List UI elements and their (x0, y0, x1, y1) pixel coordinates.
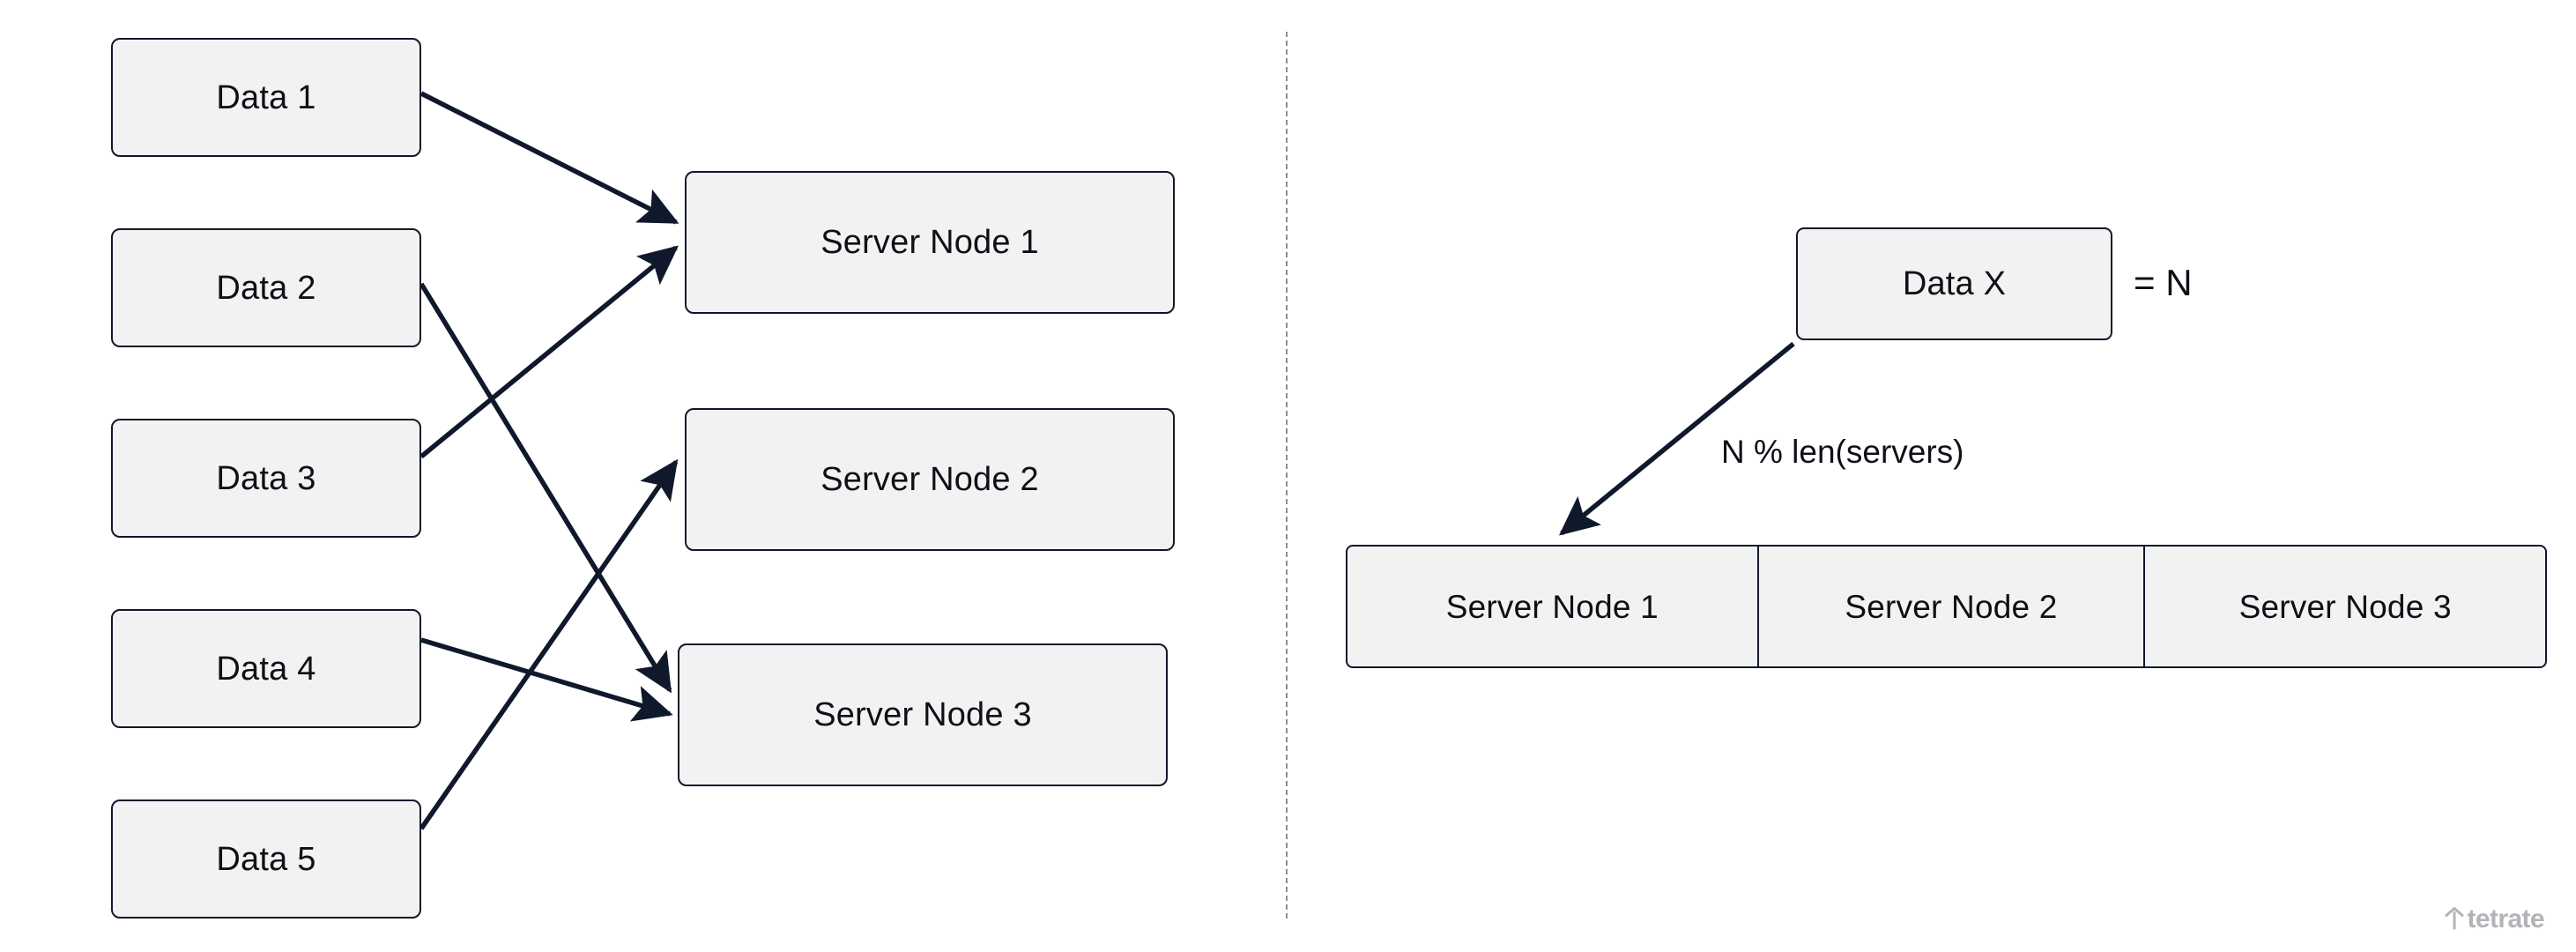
server-bar-cell-2[interactable]: Server Node 2 (1759, 547, 2146, 666)
modulo-formula-label: N % len(servers) (1721, 434, 1964, 470)
server-node-3-label: Server Node 3 (813, 696, 1032, 733)
edge-datax-to-server-bar (1558, 341, 1795, 536)
data-x-label: Data X (1902, 265, 2007, 302)
server-bar-cell-1[interactable]: Server Node 1 (1347, 547, 1759, 666)
edge-data1-to-server1 (419, 91, 679, 225)
server-node-1-label: Server Node 1 (820, 224, 1039, 261)
data-node-1[interactable]: Data 1 (111, 38, 421, 157)
data-x-node[interactable]: Data X (1796, 227, 2112, 340)
tetrate-watermark-label: tetrate (2467, 904, 2545, 933)
server-bar-cell-3-label: Server Node 3 (2238, 588, 2452, 625)
tetrate-arrow-icon (2445, 907, 2463, 930)
data-node-3[interactable]: Data 3 (111, 419, 421, 538)
server-bar-cell-2-label: Server Node 2 (1845, 588, 2058, 625)
edge-data2-to-server3 (419, 282, 672, 694)
data-node-2[interactable]: Data 2 (111, 228, 421, 347)
edge-data5-to-server2 (419, 458, 679, 830)
data-node-5[interactable]: Data 5 (111, 800, 421, 919)
data-node-1-label: Data 1 (216, 78, 316, 116)
data-node-3-label: Data 3 (216, 459, 316, 497)
data-node-2-label: Data 2 (216, 269, 316, 307)
equals-n-annotation: = N (2134, 262, 2193, 303)
edge-data4-to-server3 (420, 637, 673, 722)
panel-divider (1286, 32, 1288, 919)
server-node-2[interactable]: Server Node 2 (685, 408, 1175, 551)
data-node-4-label: Data 4 (216, 650, 316, 688)
data-node-4[interactable]: Data 4 (111, 609, 421, 728)
server-bar-cell-1-label: Server Node 1 (1445, 588, 1659, 625)
server-node-3[interactable]: Server Node 3 (678, 643, 1168, 786)
edge-data3-to-server1 (419, 245, 679, 459)
data-node-5-label: Data 5 (216, 840, 316, 878)
server-bar: Server Node 1 Server Node 2 Server Node … (1346, 545, 2547, 668)
server-node-1[interactable]: Server Node 1 (685, 171, 1175, 314)
tetrate-watermark: tetrate (2445, 906, 2545, 933)
server-bar-cell-3[interactable]: Server Node 3 (2145, 547, 2545, 666)
server-node-2-label: Server Node 2 (820, 461, 1039, 498)
